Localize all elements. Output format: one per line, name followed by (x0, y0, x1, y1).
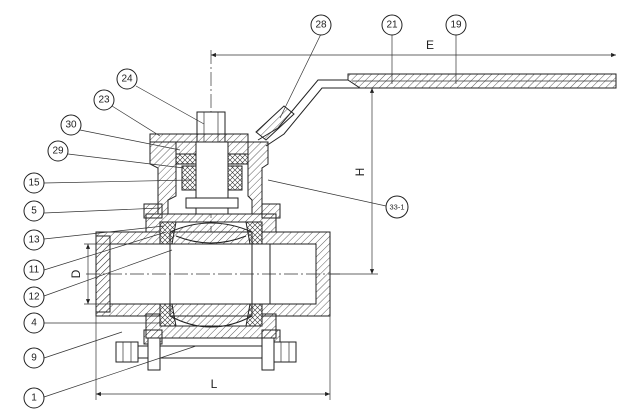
handle-arm-lower (265, 87, 360, 147)
svg-text:12: 12 (28, 292, 40, 303)
dimension-lines (84, 52, 616, 400)
neck-wall-left (149, 141, 177, 215)
bolt-boss-top-left (143, 203, 163, 219)
svg-text:19: 19 (450, 20, 462, 31)
handle (255, 73, 617, 147)
svg-text:4: 4 (31, 318, 37, 329)
callout-30: 30 (60, 114, 82, 136)
callout-1: 1 (23, 387, 45, 409)
bolt-head (115, 341, 139, 363)
svg-text:9: 9 (31, 353, 37, 364)
dim-d-label: D (69, 269, 83, 278)
callout-9: 9 (23, 347, 45, 369)
callout-28: 28 (310, 14, 332, 36)
lock-washer-right (227, 141, 249, 155)
svg-text:11: 11 (29, 265, 40, 276)
svg-text:24: 24 (121, 74, 133, 85)
callout-12: 12 (23, 286, 45, 308)
svg-text:13: 13 (28, 235, 40, 246)
packing-right (227, 165, 243, 191)
svg-text:33-1: 33-1 (389, 203, 404, 212)
svg-text:15: 15 (28, 178, 40, 189)
ball-bottom-cap (169, 303, 253, 328)
bolt-flange-right (261, 337, 275, 371)
ball-top-cap (169, 222, 253, 245)
svg-text:1: 1 (31, 393, 37, 404)
bolt-assembly (115, 337, 297, 371)
callout-13: 13 (23, 229, 45, 251)
callout-24: 24 (116, 68, 138, 90)
svg-text:21: 21 (386, 20, 398, 31)
svg-text:23: 23 (98, 95, 110, 106)
svg-text:29: 29 (52, 146, 64, 157)
lock-washer-left (175, 141, 197, 155)
callout-29: 29 (47, 140, 69, 162)
callout-21: 21 (381, 14, 403, 36)
handle-sleeve (255, 105, 295, 141)
callout-15: 15 (23, 172, 45, 194)
callout-4: 4 (23, 312, 45, 334)
neck-wall-right (247, 141, 269, 215)
svg-text:28: 28 (315, 20, 327, 31)
callout-23: 23 (93, 89, 115, 111)
dim-l-label: L (211, 377, 218, 391)
belleville-washer-right (227, 153, 249, 165)
bolt-nut (273, 341, 297, 363)
bolt-flange-left (147, 337, 161, 371)
stop-plate (149, 133, 249, 143)
svg-text:5: 5 (31, 206, 37, 217)
leader-lines (43, 33, 457, 398)
callout-19: 19 (445, 14, 467, 36)
dim-h-label: H (353, 168, 367, 177)
valve-body (143, 203, 281, 345)
belleville-washer-left (175, 153, 197, 165)
thrust-washer (185, 197, 239, 209)
callout-11: 11 (23, 259, 45, 281)
dim-e-label: E (426, 38, 434, 52)
svg-text:30: 30 (65, 120, 77, 131)
bolt-boss-top-right (261, 203, 281, 219)
callout-33-1: 33-1 (385, 195, 409, 219)
body-neck (149, 141, 269, 215)
callout-5: 5 (23, 200, 45, 222)
packing-left (181, 165, 197, 191)
